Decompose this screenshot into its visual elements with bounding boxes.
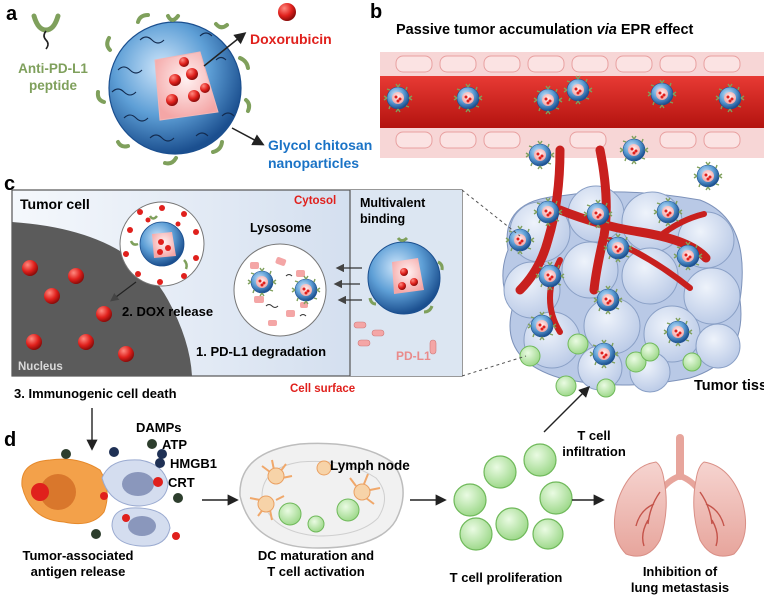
bound-nanoparticle	[367, 236, 444, 315]
infiltration-label: T cell	[577, 428, 610, 443]
panel-d-letter: d	[4, 429, 16, 451]
lymph-node	[239, 442, 404, 549]
infiltration-label-2: infiltration	[562, 444, 626, 459]
panel-a-letter: a	[6, 3, 18, 25]
inhibition-label: Inhibition of	[643, 564, 718, 579]
nanoparticle-label: Glycol chitosan	[268, 137, 372, 153]
atp-label: ATP	[162, 437, 187, 452]
hmgb1-icon	[155, 458, 165, 468]
crt-icon	[153, 477, 163, 487]
dc-maturation-label: DC maturation and	[258, 548, 374, 563]
cell-surface-label: Cell surface	[290, 383, 355, 395]
cytosol-label: Cytosol	[294, 195, 336, 207]
damps-label: DAMPs	[136, 420, 182, 435]
doxorubicin-label: Doxorubicin	[250, 31, 332, 47]
dying-tumor-cells	[21, 447, 183, 547]
atp-icon	[147, 439, 157, 449]
tumor-tissue	[502, 145, 743, 398]
blood-vessel	[380, 52, 764, 170]
tumor-tissues-label: Tumor tissues	[694, 378, 764, 394]
crt-label: CRT	[168, 475, 195, 490]
peptide-label: Anti-PD-L1	[18, 61, 88, 76]
dox-release-label: 2. DOX release	[122, 304, 213, 319]
lysosome	[233, 243, 327, 337]
pdl1-degradation-label: 1. PD-L1 degradation	[196, 344, 326, 359]
antigen-label: Tumor-associated	[22, 548, 133, 563]
proliferating-t-cells	[453, 443, 573, 551]
lungs-icon	[613, 434, 747, 557]
peptide-icon	[31, 13, 61, 50]
dox-release-circle	[119, 201, 205, 287]
tumor-cell-label: Tumor cell	[20, 196, 90, 212]
panel-b-title: Passive tumor accumulation via EPR effec…	[396, 22, 694, 38]
inhibition-label-2: lung metastasis	[631, 580, 729, 595]
nucleus-label: Nucleus	[18, 361, 63, 373]
pdl1-receptors	[353, 321, 437, 355]
pdl1-label: PD-L1	[396, 349, 431, 363]
panel-b-letter: b	[370, 1, 382, 23]
icd-label: 3. Immunogenic cell death	[14, 386, 177, 401]
nanoparticle-label-2: nanoparticles	[268, 155, 359, 171]
multivalent-label: Multivalent	[360, 196, 426, 210]
dc-maturation-label-2: T cell activation	[267, 564, 365, 579]
multivalent-label-2: binding	[360, 212, 405, 226]
peptide-label-2: peptide	[29, 78, 77, 93]
antigen-label-2: antigen release	[31, 564, 126, 579]
nanoparticle-icon	[95, 13, 252, 166]
hmgb1-label: HMGB1	[170, 456, 217, 471]
lymph-node-label: Lymph node	[330, 458, 410, 473]
panel-c-letter: c	[4, 173, 15, 195]
proliferation-label: T cell proliferation	[450, 570, 563, 585]
doxorubicin-icon	[278, 3, 296, 21]
lysosome-label: Lysosome	[250, 221, 311, 235]
